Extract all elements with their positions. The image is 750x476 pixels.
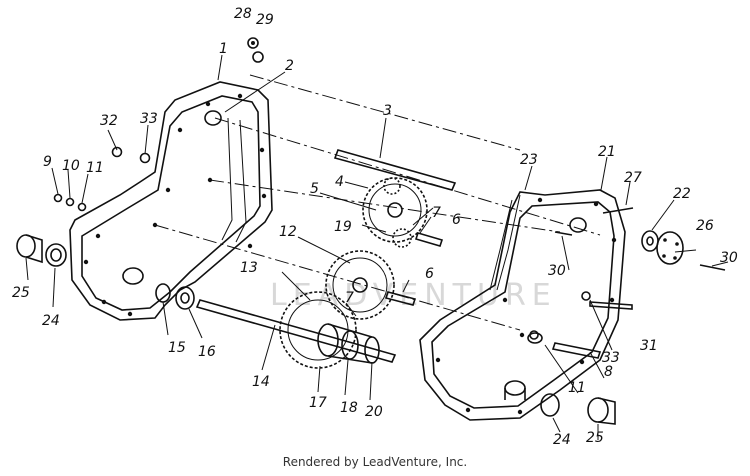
callout-16: 16 — [198, 344, 216, 360]
callout-24-right: 24 — [553, 432, 571, 448]
callout-19: 19 — [334, 219, 352, 235]
callout-32: 32 — [100, 113, 118, 129]
callout-6-upper: 6 — [452, 212, 461, 228]
callout-29: 29 — [256, 12, 274, 28]
callout-30-right: 30 — [720, 250, 738, 266]
callout-20: 20 — [365, 404, 383, 420]
callout-4: 4 — [335, 174, 344, 190]
callout-33-left: 33 — [140, 111, 158, 127]
callout-13: 13 — [240, 260, 258, 276]
callout-28: 28 — [234, 6, 252, 22]
bearings-and-seals — [16, 234, 616, 425]
render-credit: Rendered by LeadVenture, Inc. — [282, 455, 468, 469]
callout-26: 26 — [696, 218, 714, 234]
callout-18: 18 — [340, 400, 358, 416]
centerlines — [154, 74, 601, 331]
callout-15: 15 — [168, 340, 186, 356]
callout-labels: 28 29 1 2 3 32 33 9 10 11 4 23 21 27 5 7… — [12, 6, 738, 448]
callout-17: 17 — [309, 395, 327, 411]
callout-21: 21 — [598, 144, 616, 160]
callout-33-right: 33 — [602, 350, 620, 366]
callout-3: 3 — [383, 103, 392, 119]
end-plate-assembly — [641, 230, 726, 271]
sprockets — [279, 177, 428, 369]
callout-31: 31 — [640, 338, 658, 354]
callout-11-right: 11 — [568, 380, 586, 396]
callout-7-lower: 7 — [345, 290, 354, 306]
callout-5: 5 — [310, 181, 319, 197]
shafts — [195, 149, 633, 363]
watermark-text: LEADVENTURE — [270, 278, 557, 313]
callout-30-mid: 30 — [548, 263, 566, 279]
callout-24-left: 24 — [42, 313, 60, 329]
callout-1: 1 — [219, 41, 228, 57]
callout-2: 2 — [285, 58, 294, 74]
callout-27: 27 — [624, 170, 642, 186]
callout-22: 22 — [673, 186, 691, 202]
callout-11-left: 11 — [86, 160, 104, 176]
callout-8: 8 — [604, 364, 613, 380]
callout-10: 10 — [62, 158, 80, 174]
callout-25-right: 25 — [586, 430, 604, 446]
callout-25-left: 25 — [12, 285, 30, 301]
callout-9: 9 — [43, 154, 52, 170]
callout-7-upper: 7 — [432, 205, 441, 221]
right-side-cover — [419, 189, 626, 421]
leader-lines — [25, 54, 729, 440]
callout-6-lower: 6 — [425, 266, 434, 282]
left-side-cover — [69, 81, 273, 321]
callout-14: 14 — [252, 374, 270, 390]
callout-23: 23 — [520, 152, 538, 168]
callout-12: 12 — [279, 224, 297, 240]
